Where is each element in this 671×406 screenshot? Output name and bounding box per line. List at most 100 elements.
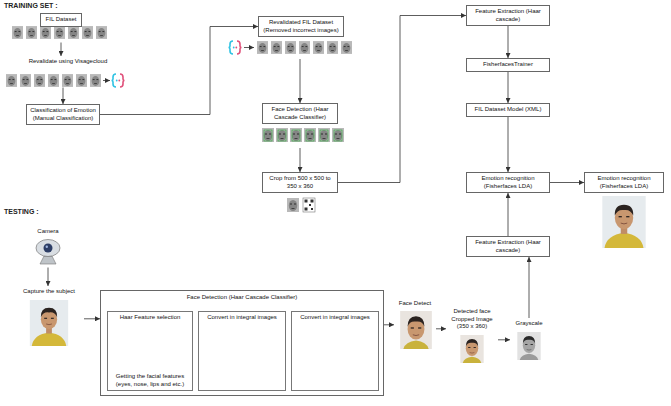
detection-frame — [306, 130, 314, 141]
node-text: Face Detect — [395, 300, 435, 308]
node-text: Convert in integral images — [202, 314, 282, 322]
face-photo — [318, 128, 330, 142]
visagecloud-logo — [229, 41, 242, 54]
face-photo — [40, 26, 51, 39]
dataset-box: Revalidated FIL Dataset (Removed incorre… — [258, 16, 344, 37]
connector-arrow — [529, 257, 530, 318]
face-photo — [313, 41, 324, 54]
result-photo — [602, 196, 645, 248]
face-photo — [257, 41, 268, 54]
face-thumbnails — [229, 41, 353, 54]
connector-arrow — [84, 318, 100, 319]
face-photo — [62, 74, 73, 87]
face-photo — [82, 26, 93, 39]
connector-arrow — [48, 268, 49, 287]
section-label: TESTING : — [4, 208, 39, 215]
connector-arrow — [508, 117, 509, 173]
process-step: Revalidate using Visagecloud — [20, 56, 116, 68]
result-box: Emotion recognition (Fisherfaces LDA) — [584, 172, 664, 193]
subject-photo — [30, 300, 68, 346]
pattern-cell — [311, 200, 314, 203]
grayscale-face-photo — [517, 332, 540, 360]
image-step: Capture the subject — [14, 286, 84, 298]
group-box: Face Detection (Haar Cascade Classifier)… — [100, 290, 384, 396]
node-text: FIL Dataset — [44, 16, 78, 24]
lens-glint — [46, 246, 48, 248]
face-photo — [26, 26, 37, 39]
process-box: Feature Extraction (Haar cascade) — [466, 5, 550, 26]
substep-box: Haar Feature selectionGetting the facial… — [107, 311, 193, 391]
detection-frame — [278, 130, 286, 141]
detected-faces — [262, 128, 344, 142]
connector-arrow — [508, 193, 509, 236]
connector-arrow — [100, 27, 258, 115]
image-step: Face Detect — [394, 298, 436, 310]
node-text: Convert in integral images — [295, 314, 375, 322]
node-text: Feature Extraction (Haar cascade) — [470, 8, 546, 23]
node-text: Face Detection (Haar Cascade Classifier) — [266, 106, 334, 121]
node-text: Capture the subject — [15, 288, 83, 296]
image-step: Grayscale — [510, 318, 548, 330]
pattern-cell — [311, 208, 313, 210]
process-box: Classification of Emotion (Manual Classi… — [26, 104, 100, 125]
face-photo — [68, 26, 79, 39]
face-thumbnails — [12, 26, 107, 39]
node-text: Crop from 500 x 500 to 350 x 360 — [266, 175, 334, 190]
face-photo — [327, 41, 338, 54]
node-text: Camera — [29, 228, 67, 236]
node-text: Feature Extraction (Haar cascade) — [470, 239, 546, 254]
webcam-body — [36, 240, 60, 257]
node-text: Emotion recognition (Fisherfaces LDA) — [470, 175, 546, 190]
face-photo — [287, 198, 299, 212]
node-text: Revalidated FIL Dataset (Removed incorre… — [262, 19, 340, 34]
face-photo — [290, 128, 302, 142]
node-text: Grayscale — [511, 320, 547, 328]
webcam-stand — [40, 256, 56, 264]
connector-arrow — [498, 339, 510, 340]
art-arrow — [103, 80, 110, 81]
connector-arrow — [300, 148, 301, 172]
process-box: Crop from 500 x 500 to 350 x 360 — [262, 172, 338, 193]
connector-arrow — [508, 26, 509, 58]
image-step: Detected face Cropped Image (350 x 360) — [446, 306, 498, 333]
connector-arrow — [436, 328, 446, 329]
node-text: Haar Feature selection — [111, 314, 189, 322]
process-box: Face Detection (Haar Cascade Classifier) — [262, 103, 338, 124]
connector-arrow — [61, 43, 62, 57]
node-text: Classification of Emotion (Manual Classi… — [30, 107, 96, 122]
substep-box: Convert in integral images — [198, 311, 286, 391]
face-photo — [48, 74, 59, 87]
cropped-face-photo — [460, 335, 483, 363]
face-photo — [285, 41, 296, 54]
face-photo — [341, 41, 352, 54]
face-photo — [96, 26, 107, 39]
node-body-text: Getting the facial features (eyes, nose,… — [111, 373, 189, 388]
webcam-icon — [36, 240, 60, 265]
pattern-image — [303, 198, 315, 212]
pattern-cell — [305, 200, 308, 203]
webcam-lens — [44, 244, 53, 253]
connector-arrow — [338, 16, 466, 183]
process-box: FisherfacesTrainer — [466, 58, 550, 72]
face-photo — [90, 74, 101, 87]
model-box: FIL Dataset Model (XML) — [466, 103, 550, 117]
face-thumbnails — [6, 74, 125, 87]
face-photo — [276, 128, 288, 142]
face-photo — [20, 74, 31, 87]
device-label: Camera — [28, 226, 68, 238]
connector-arrow — [508, 72, 509, 104]
face-photo — [332, 128, 344, 142]
pattern-cell — [309, 204, 311, 206]
face-photo — [304, 128, 316, 142]
visagecloud-logo — [112, 74, 125, 87]
node-text: FisherfacesTrainer — [470, 61, 546, 69]
node-text: Detected face Cropped Image (350 x 360) — [447, 308, 497, 331]
face-photo — [299, 41, 310, 54]
node-text: FIL Dataset Model (XML) — [470, 106, 546, 114]
face-photo — [76, 74, 87, 87]
detection-frame — [334, 130, 342, 141]
face-photo — [6, 74, 17, 87]
face-photo — [271, 41, 282, 54]
